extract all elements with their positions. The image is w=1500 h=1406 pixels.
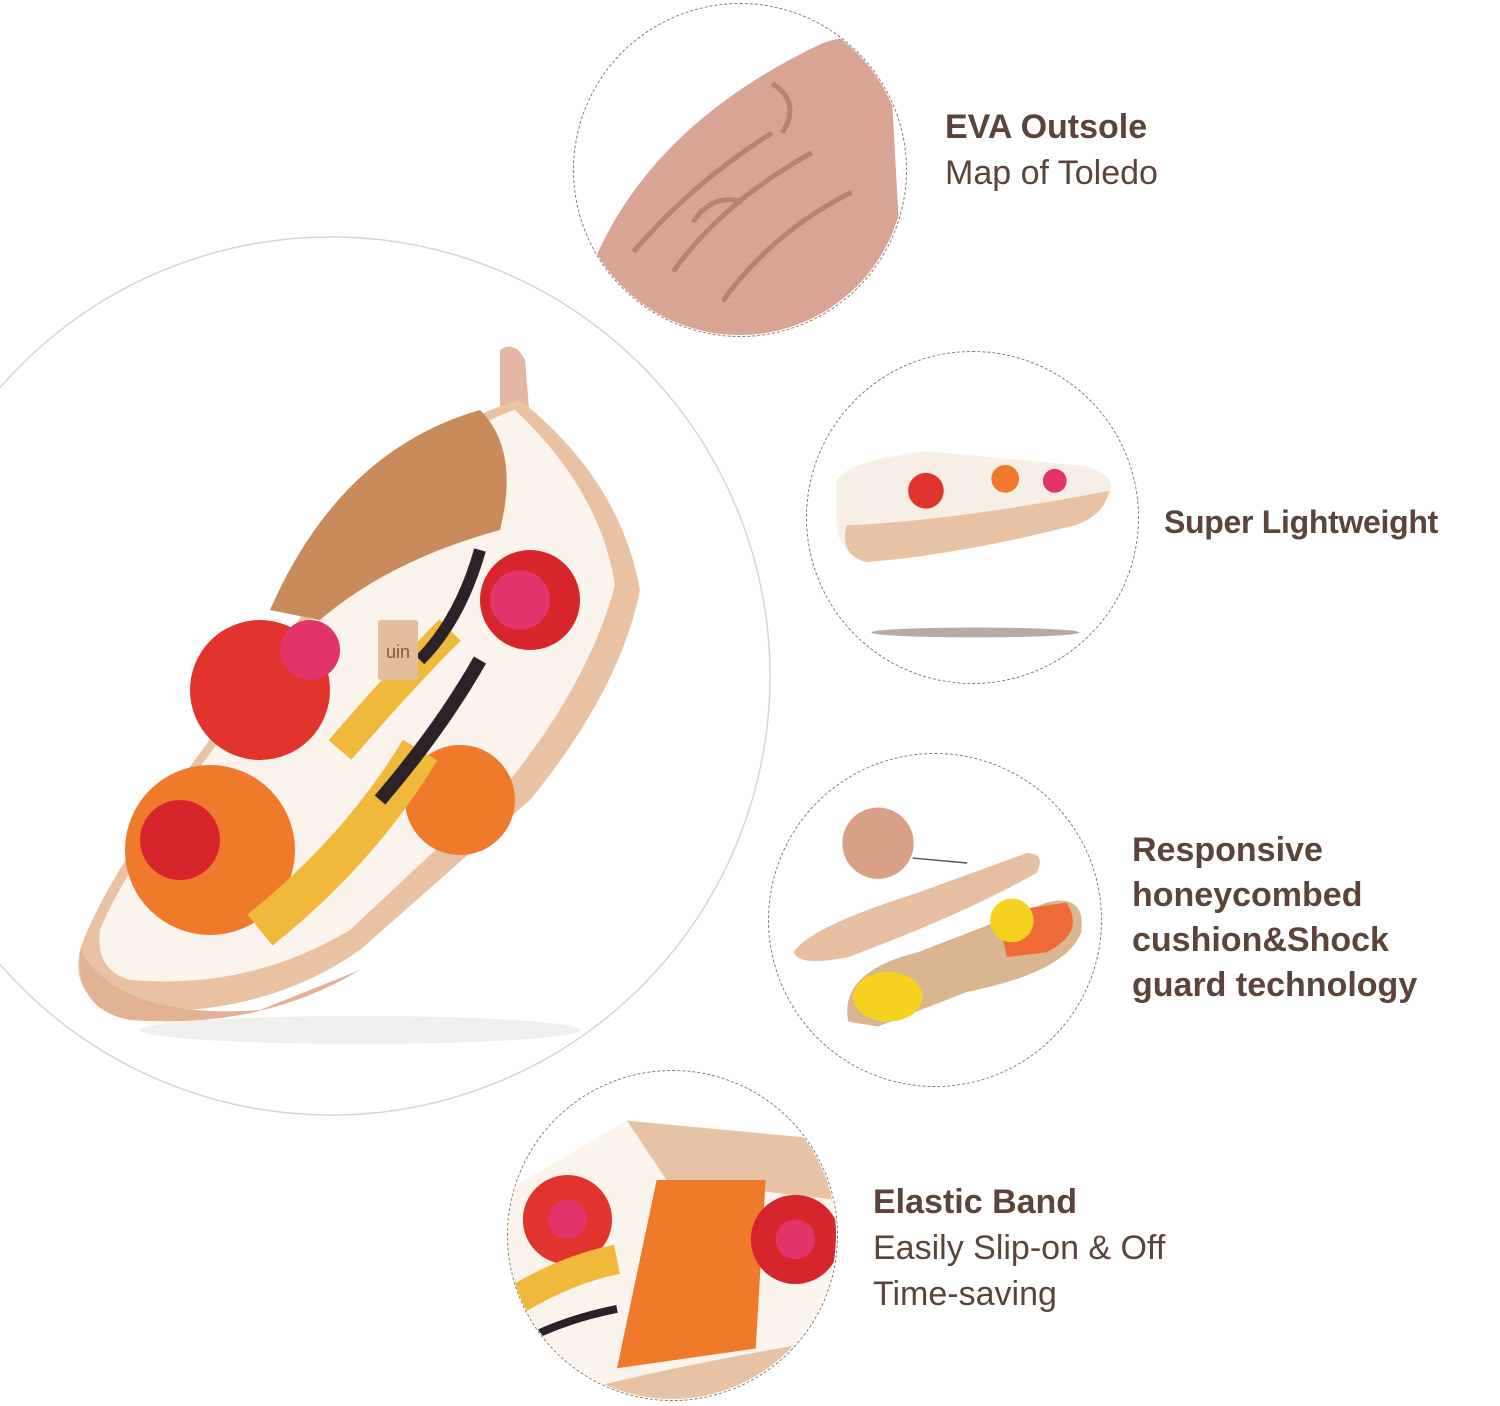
- insole-detail-circle: [768, 753, 1102, 1087]
- feature-subtitle: Easily Slip-on & Off: [873, 1229, 1166, 1267]
- feature-honeycombed-cushion: Responsive honeycombed cushion&Shock gua…: [1132, 828, 1417, 1008]
- main-shoe-illustration: uin: [78, 346, 641, 1044]
- brand-tab-label: uin: [386, 642, 410, 662]
- floating-shoe-image: [807, 352, 1137, 682]
- feature-eva-outsole: EVA Outsole Map of Toledo: [945, 104, 1158, 196]
- feature-title-line: Responsive: [1132, 831, 1323, 869]
- feature-title: EVA Outsole: [945, 108, 1148, 146]
- lightweight-detail-circle: [806, 351, 1139, 684]
- feature-title-line: guard technology: [1132, 966, 1418, 1004]
- feature-title: Super Lightweight: [1164, 504, 1438, 540]
- feature-super-lightweight: Super Lightweight: [1164, 499, 1438, 545]
- elastic-band-image: [508, 1071, 836, 1399]
- outsole-detail-circle: [573, 3, 907, 337]
- feature-subtitle: Time-saving: [873, 1275, 1057, 1313]
- outsole-image: [574, 4, 905, 335]
- feature-subtitle: Map of Toledo: [945, 154, 1158, 192]
- feature-title-line: cushion&Shock: [1132, 921, 1389, 959]
- feature-elastic-band: Elastic Band Easily Slip-on & Off Time-s…: [873, 1179, 1165, 1317]
- elastic-band-detail-circle: [507, 1070, 838, 1401]
- feature-title: Elastic Band: [873, 1183, 1078, 1221]
- feature-title-line: honeycombed: [1132, 876, 1363, 914]
- main-product-circle: [0, 236, 771, 1116]
- insole-image: [769, 754, 1100, 1085]
